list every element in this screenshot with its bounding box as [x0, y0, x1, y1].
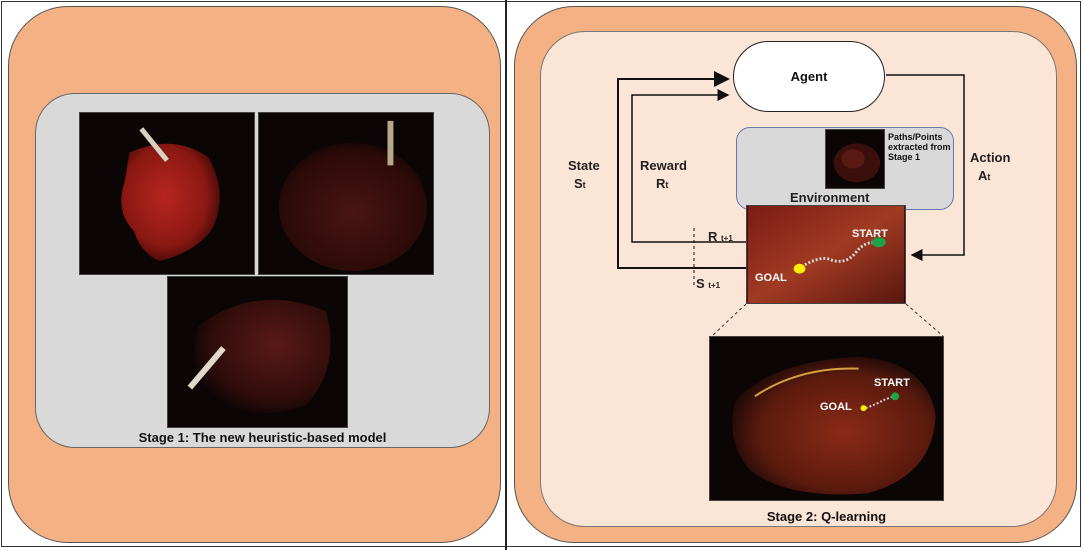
goal-dot-small — [793, 263, 806, 274]
heart-image-top-right — [258, 112, 434, 275]
path-render-small — [747, 206, 905, 303]
panel-divider — [505, 0, 507, 550]
heart-needle-render-3 — [187, 299, 331, 414]
state-symbol: St — [574, 176, 586, 191]
start-dot-small — [872, 237, 886, 248]
heart-thumbnail-render — [833, 143, 881, 183]
state-label: State — [568, 158, 600, 173]
reward-label: Reward — [640, 158, 687, 173]
small-path — [800, 241, 878, 269]
goal-label-small: GOAL — [755, 272, 787, 284]
action-label: Action — [970, 150, 1011, 165]
next-reward-symbol: R t+1 — [708, 229, 733, 244]
environment-thumbnail — [825, 129, 885, 189]
heart-needle-render-1 — [121, 127, 220, 262]
path-image-small — [746, 205, 906, 304]
heart-image-top-left — [79, 112, 255, 275]
start-label-large: START — [874, 377, 910, 389]
heart-image-bottom — [167, 276, 348, 428]
environment-note: Paths/Points extracted from Stage 1 — [888, 132, 951, 162]
stage2-caption: Stage 2: Q-learning — [766, 509, 887, 524]
environment-label: Environment — [790, 190, 870, 205]
goal-label-large: GOAL — [820, 401, 852, 413]
reward-symbol: Rt — [656, 176, 669, 191]
next-state-symbol: S t+1 — [696, 276, 721, 291]
action-symbol: At — [978, 168, 991, 183]
start-label-small: START — [852, 228, 888, 240]
agent-box: Agent — [733, 41, 885, 112]
goal-dot-large — [860, 405, 867, 412]
start-dot-large — [891, 392, 900, 401]
path-image-large — [709, 336, 944, 501]
stage1-caption: Stage 1: The new heuristic-based model — [138, 430, 387, 445]
large-path — [865, 395, 895, 410]
path-render-large — [710, 337, 943, 500]
heart-needle-render-2 — [278, 120, 427, 272]
